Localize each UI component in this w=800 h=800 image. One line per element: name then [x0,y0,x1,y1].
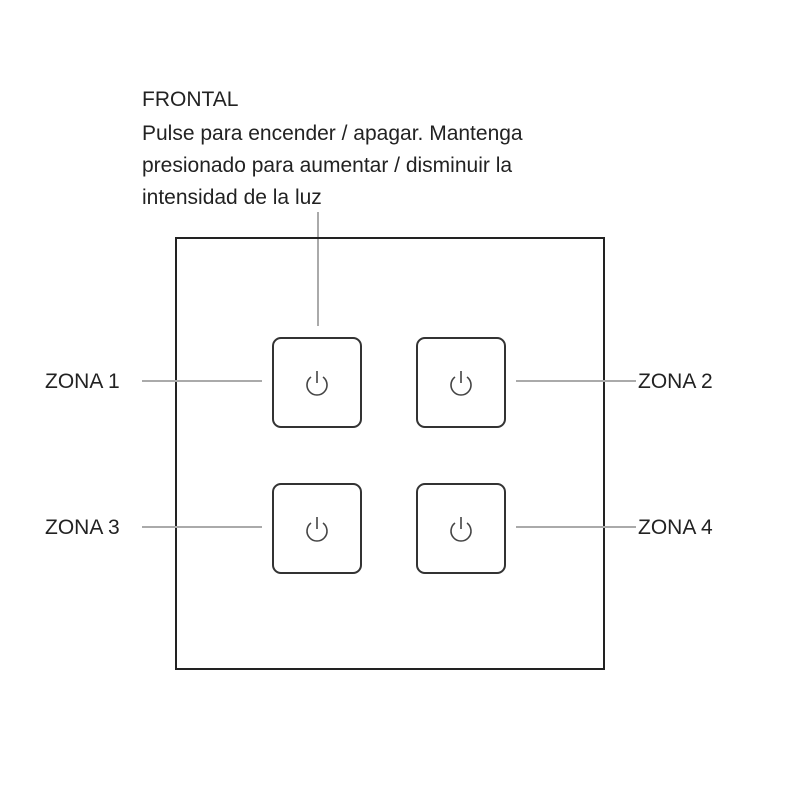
title: FRONTAL [142,88,239,111]
power-icon [450,516,472,542]
description-line-1: Pulse para encender / apagar. Mantenga [142,122,523,145]
callout-line-zone-3 [142,526,262,528]
callout-line-frontal [317,212,319,326]
zone-1-button[interactable] [272,337,362,428]
zone-4-label: ZONA 4 [638,516,713,539]
callout-line-zone-2 [516,380,636,382]
description-line-2: presionado para aumentar / disminuir la [142,154,513,177]
zone-2-button[interactable] [416,337,506,428]
power-icon [306,516,328,542]
description-line-3: intensidad de la luz [142,186,322,209]
power-icon [450,370,472,396]
zone-2-label: ZONA 2 [638,370,713,393]
callout-line-zone-1 [142,380,262,382]
zone-3-label: ZONA 3 [45,516,120,539]
power-icon [306,370,328,396]
callout-line-zone-4 [516,526,636,528]
zone-4-button[interactable] [416,483,506,574]
zone-3-button[interactable] [272,483,362,574]
zone-1-label: ZONA 1 [45,370,120,393]
switch-panel [175,237,605,670]
